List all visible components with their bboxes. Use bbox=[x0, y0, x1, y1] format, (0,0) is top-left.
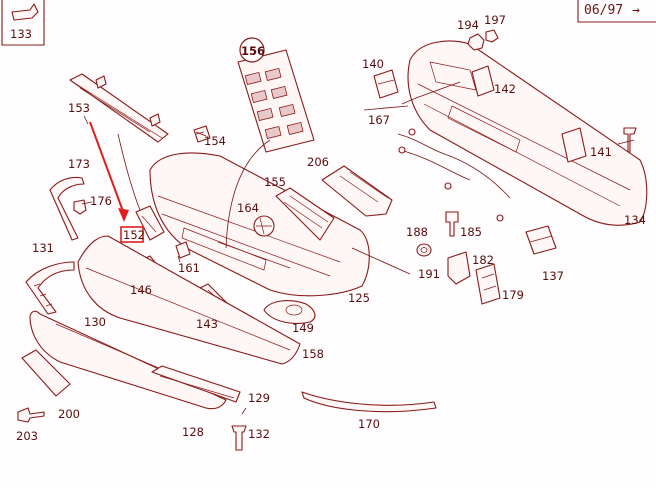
part-142 bbox=[471, 65, 495, 97]
ref-code: 06/97 bbox=[584, 3, 623, 18]
part-130-spoiler bbox=[77, 235, 301, 365]
label-149[interactable]: 149 bbox=[292, 321, 314, 335]
part-167-wiring bbox=[397, 128, 511, 222]
part-197-nut bbox=[485, 29, 499, 43]
label-130[interactable]: 130 bbox=[84, 315, 106, 329]
part-206-bracket bbox=[321, 165, 393, 217]
label-164[interactable]: 164 bbox=[237, 201, 259, 215]
label-167[interactable]: 167 bbox=[368, 113, 390, 127]
label-129[interactable]: 129 bbox=[248, 391, 270, 405]
label-161[interactable]: 161 bbox=[178, 261, 200, 275]
label-200[interactable]: 200 bbox=[58, 407, 80, 421]
part-bolt-141 bbox=[623, 127, 637, 153]
label-146[interactable]: 146 bbox=[130, 283, 152, 297]
part-200-plate bbox=[21, 349, 71, 397]
label-143[interactable]: 143 bbox=[196, 317, 218, 331]
label-128[interactable]: 128 bbox=[182, 425, 204, 439]
part-188-washer bbox=[416, 243, 432, 257]
label-141[interactable]: 141 bbox=[590, 145, 612, 159]
part-131-bracket bbox=[25, 261, 75, 315]
label-131[interactable]: 131 bbox=[32, 241, 54, 255]
part-170-strip bbox=[301, 391, 437, 413]
label-155[interactable]: 155 bbox=[264, 175, 286, 189]
part-153-bar bbox=[69, 73, 169, 143]
part-194-nut bbox=[467, 33, 485, 51]
label-125[interactable]: 125 bbox=[348, 291, 370, 305]
label-194[interactable]: 194 bbox=[457, 18, 479, 32]
part-203-screw bbox=[17, 407, 45, 423]
part-185-screw bbox=[445, 211, 459, 237]
label-170[interactable]: 170 bbox=[358, 417, 380, 431]
label-185[interactable]: 185 bbox=[460, 225, 482, 239]
label-133: 133 bbox=[10, 27, 32, 41]
label-140[interactable]: 140 bbox=[362, 57, 384, 71]
label-197[interactable]: 197 bbox=[484, 13, 506, 27]
highlight-box bbox=[120, 226, 144, 243]
part-161 bbox=[175, 241, 191, 259]
part-155-grille bbox=[275, 187, 335, 241]
label-142[interactable]: 142 bbox=[494, 82, 516, 96]
part-137 bbox=[525, 225, 557, 255]
label-134[interactable]: 134 bbox=[624, 213, 646, 227]
label-154[interactable]: 154 bbox=[204, 134, 226, 148]
label-153[interactable]: 153 bbox=[68, 101, 90, 115]
part-156-sheet bbox=[237, 37, 315, 153]
label-173[interactable]: 173 bbox=[68, 157, 90, 171]
ref-box bbox=[577, 0, 656, 23]
label-188[interactable]: 188 bbox=[406, 225, 428, 239]
part-149-lamp bbox=[263, 300, 316, 325]
part-179-bracket bbox=[475, 263, 501, 305]
label-203[interactable]: 203 bbox=[16, 429, 38, 443]
label-152[interactable]: 152 bbox=[123, 228, 145, 242]
ref-arrow: → bbox=[632, 3, 640, 18]
part-182-bracket bbox=[447, 251, 471, 285]
part-141 bbox=[561, 127, 587, 163]
highlight-arrow-head bbox=[118, 208, 129, 222]
part-125-front-bumper bbox=[149, 152, 370, 297]
label-156[interactable]: 156 bbox=[241, 44, 265, 58]
label-132[interactable]: 132 bbox=[248, 427, 270, 441]
part-152 bbox=[135, 205, 165, 241]
label-137[interactable]: 137 bbox=[542, 269, 564, 283]
part-128-spoiler bbox=[151, 365, 241, 403]
highlight-arrow bbox=[89, 121, 125, 215]
label-158[interactable]: 158 bbox=[302, 347, 324, 361]
label-182[interactable]: 182 bbox=[472, 253, 494, 267]
part-132-fastener bbox=[231, 425, 247, 451]
part-173-trim bbox=[49, 176, 85, 241]
label-176[interactable]: 176 bbox=[90, 194, 112, 208]
part-140 bbox=[373, 69, 399, 99]
part-134-rear-bumper bbox=[407, 40, 648, 226]
corner-box-133 bbox=[1, 0, 45, 46]
label-191[interactable]: 191 bbox=[418, 267, 440, 281]
label-179[interactable]: 179 bbox=[502, 288, 524, 302]
label-206[interactable]: 206 bbox=[307, 155, 329, 169]
